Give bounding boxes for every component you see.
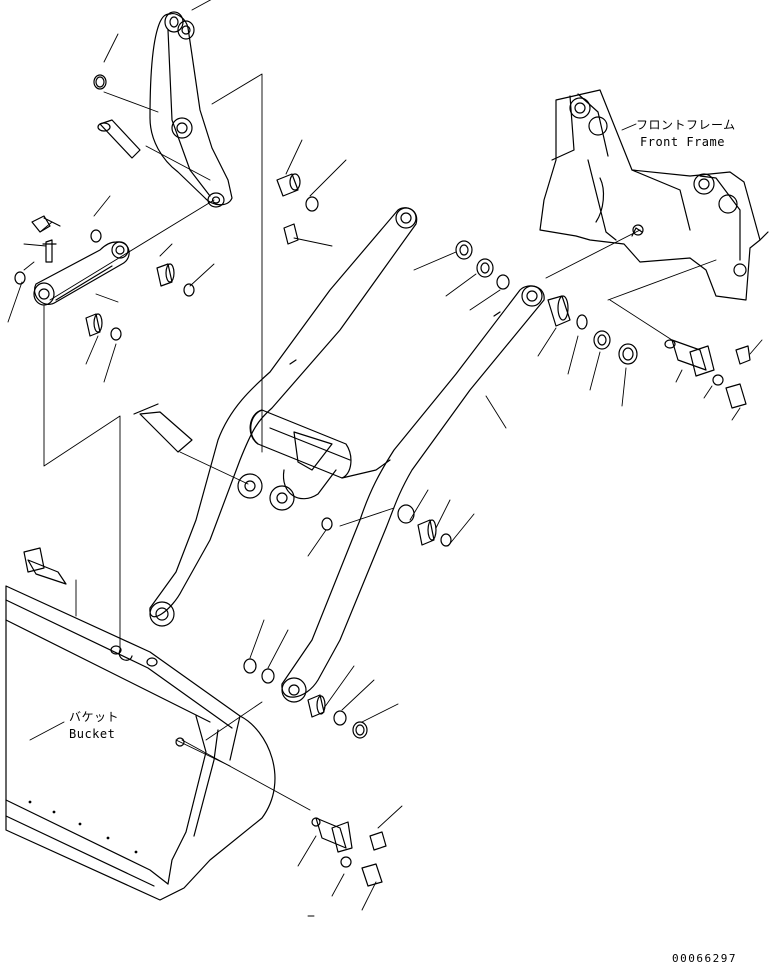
front-frame	[539, 89, 769, 301]
bottom-pin-assembly	[311, 817, 387, 887]
link-rod	[33, 241, 130, 306]
bucket-label-en: Bucket	[69, 727, 116, 741]
bellcrank	[149, 11, 233, 208]
drawing-code: 00066297	[672, 952, 737, 965]
right-pin-assembly	[664, 339, 751, 409]
leader-lines	[7, 0, 763, 917]
bucket-label-jp: バケット	[69, 710, 120, 724]
small-parts	[14, 74, 638, 739]
boom-arm-back	[149, 207, 418, 627]
boom-arm-front	[281, 285, 545, 703]
bucket	[5, 547, 276, 901]
front-frame-label-jp: フロントフレーム	[636, 118, 736, 132]
front-frame-label-en: Front Frame	[640, 135, 725, 149]
